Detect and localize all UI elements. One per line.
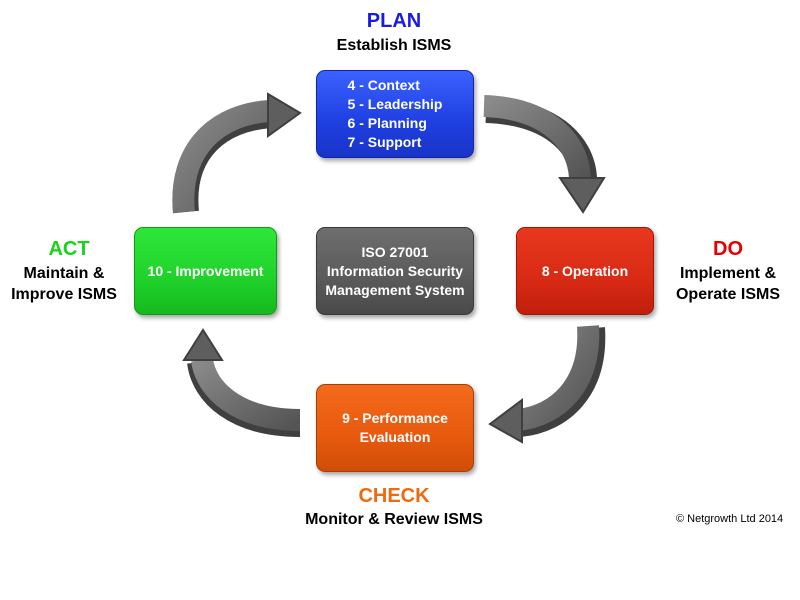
check-box: 9 - Performance Evaluation bbox=[316, 384, 474, 472]
center-box: ISO 27001 Information Security Managemen… bbox=[316, 227, 474, 315]
do-box: 8 - Operation bbox=[516, 227, 654, 315]
plan-title: PLAN bbox=[366, 10, 422, 32]
arrow-plan-to-do bbox=[483, 95, 606, 214]
do-subtitle-line: Operate ISMS bbox=[675, 286, 781, 303]
check-title: CHECK bbox=[358, 485, 430, 507]
check-subtitle: Monitor & Review ISMS bbox=[305, 511, 483, 528]
check-box-line: Evaluation bbox=[359, 429, 431, 445]
plan-item: 6 - Planning bbox=[347, 115, 427, 131]
act-subtitle-line: Maintain & bbox=[23, 265, 105, 282]
plan-item: 4 - Context bbox=[347, 77, 420, 93]
arrow-act-to-plan bbox=[172, 92, 302, 214]
plan-item: 7 - Support bbox=[347, 134, 422, 150]
copyright-text: © Netgrowth Ltd 2014 bbox=[676, 513, 784, 525]
center-line: Management System bbox=[325, 281, 465, 298]
do-box-label: 8 - Operation bbox=[541, 262, 629, 279]
center-line: Information Security bbox=[326, 262, 464, 279]
act-subtitle-line: Improve ISMS bbox=[11, 286, 117, 303]
center-line: ISO 27001 bbox=[361, 243, 429, 260]
plan-item: 5 - Leadership bbox=[347, 96, 443, 112]
act-title: ACT bbox=[48, 238, 90, 260]
arrow-check-to-act bbox=[182, 328, 301, 437]
act-box: 10 - Improvement bbox=[134, 227, 277, 315]
do-title: DO bbox=[713, 238, 743, 260]
arrow-do-to-check bbox=[488, 325, 606, 444]
check-box-line: 9 - Performance bbox=[342, 410, 448, 426]
act-box-label: 10 - Improvement bbox=[147, 262, 264, 279]
plan-box: 4 - Context 5 - Leadership 6 - Planning … bbox=[316, 70, 474, 158]
plan-subtitle: Establish ISMS bbox=[336, 37, 452, 54]
do-subtitle-line: Implement & bbox=[679, 265, 776, 282]
